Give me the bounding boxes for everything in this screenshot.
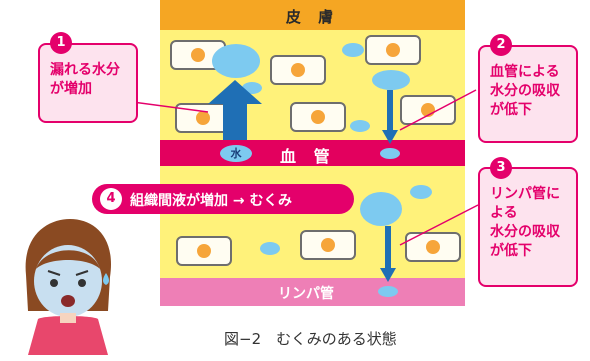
down-arrow-icon: [382, 90, 398, 144]
callout-3-line: が低下: [490, 243, 532, 259]
callout-1: 漏れる水分 が増加: [38, 43, 138, 123]
blood-vessel-label: 血 管: [280, 147, 336, 166]
edema-banner: [92, 184, 354, 214]
up-arrow-icon: [208, 80, 262, 140]
callout-2-line: 水分の吸収: [490, 83, 560, 99]
callout-3: リンパ管に よる 水分の吸収 が低下: [478, 167, 578, 287]
callout-2-badge: 2: [490, 34, 512, 56]
callout-3-line: 水分の吸収: [490, 224, 560, 240]
tissue-cell: [175, 103, 231, 133]
callout-2-line: が低下: [490, 102, 532, 118]
skin-label: 皮 膚: [285, 8, 340, 26]
lymph-vessel-label: リンパ管: [278, 286, 334, 302]
blood-vessel-band: [160, 140, 465, 166]
callout-1-badge: 1: [50, 32, 72, 54]
callout-1-line: が増加: [50, 81, 92, 97]
water-drop-lymph: [378, 286, 398, 297]
water-drop: [212, 44, 260, 78]
water-drop: [350, 120, 370, 132]
tissue-cell: [300, 230, 356, 260]
tissue-cell: [405, 232, 461, 262]
down-arrow-icon: [380, 226, 396, 282]
figure-caption: 図−2 むくみのある状態: [224, 330, 397, 348]
lymph-vessel-band: [160, 278, 465, 306]
water-drop: [342, 43, 364, 57]
callout-2: 血管による 水分の吸収 が低下: [478, 45, 578, 143]
callout-3-line: よる: [490, 205, 518, 221]
callout-3-badge: 3: [490, 157, 512, 179]
water-drop: [372, 70, 410, 90]
tissue-cell: [365, 35, 421, 65]
water-drop: [360, 192, 402, 226]
tissue-cell: [400, 95, 456, 125]
edema-banner-badge: 4: [100, 188, 122, 210]
tissue-cell: [270, 55, 326, 85]
tissue-cell: [176, 236, 232, 266]
callout-2-line: 血管による: [490, 64, 560, 80]
worried-girl-illustration: [25, 219, 111, 355]
tissue-cell: [290, 102, 346, 132]
callout-3-line: リンパ管に: [490, 186, 560, 202]
water-badge: 水: [220, 145, 252, 162]
water-drop-vessel: [380, 148, 400, 159]
edema-banner-text: 組織間液が増加 → むくみ: [130, 193, 293, 209]
skin-band: [160, 0, 465, 30]
callout-1-line: 漏れる水分: [50, 62, 120, 78]
water-drop: [260, 242, 280, 255]
water-drop: [410, 185, 432, 199]
